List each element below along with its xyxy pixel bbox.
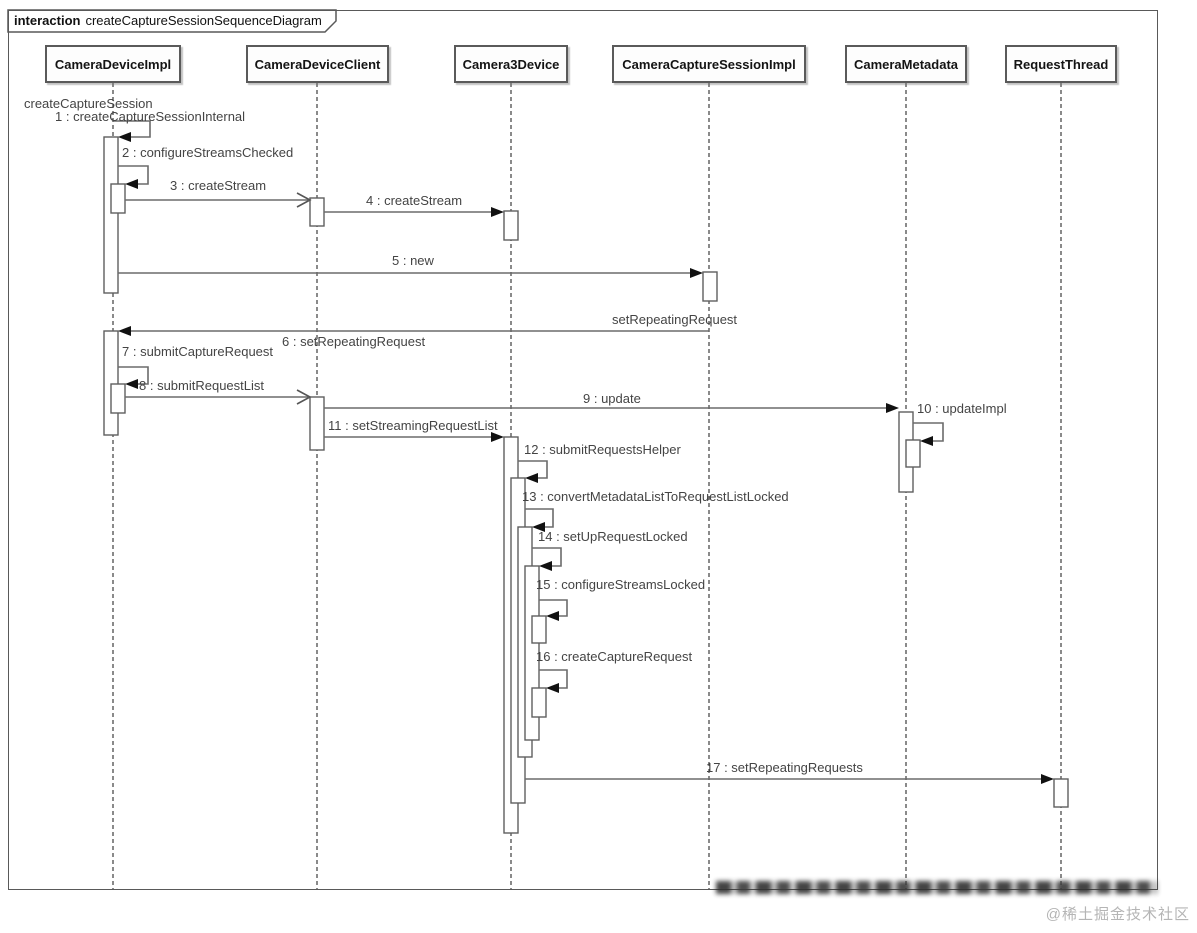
message-label-3: 3 : createStream <box>170 178 267 193</box>
message-label-6: 6 : setRepeatingRequest <box>282 334 426 349</box>
lifeline-header-requestthread: RequestThread <box>1005 45 1117 83</box>
arrowhead-open-8 <box>296 389 312 405</box>
message-label-16: 16 : createCaptureRequest <box>536 649 693 664</box>
site-watermark: @稀土掘金技术社区 <box>1045 906 1190 923</box>
message-lines-group <box>113 120 1042 780</box>
arrowhead-17 <box>1041 774 1054 784</box>
frame-title-text: createCaptureSessionSequenceDiagram <box>85 13 322 28</box>
selfloop-1-createcapturesessioninternal <box>113 120 151 138</box>
open-arrowheads-group <box>296 192 312 405</box>
message-label-4: 4 : createStream <box>366 193 463 208</box>
filled-arrowheads-group <box>118 132 1054 784</box>
message-label-5: 5 : new <box>392 253 434 268</box>
arrowhead-self-12 <box>525 473 538 483</box>
arrowhead-self-14 <box>539 561 552 571</box>
selfloop-16-createcapturerequest <box>539 669 568 689</box>
frame-title: interaction createCaptureSessionSequenceD… <box>14 13 322 28</box>
activation-ccsi-1 <box>702 271 718 302</box>
arrowhead-4 <box>491 207 504 217</box>
arrowhead-self-1 <box>118 132 131 142</box>
arrowhead-self-10 <box>920 436 933 446</box>
lifeline-header-camera3device: Camera3Device <box>454 45 568 83</box>
message-label-11: 11 : setStreamingRequestList <box>328 418 498 433</box>
activation-c3d-early <box>503 210 519 241</box>
activation-bars-group <box>103 136 1069 834</box>
blurred-watermark-strip <box>716 881 1157 894</box>
message-label-1: 1 : createCaptureSessionInternal <box>55 109 246 124</box>
activation-cdi-3 <box>103 330 119 436</box>
arrowhead-11 <box>491 432 504 442</box>
lifeline-header-cameradeviceclient: CameraDeviceClient <box>246 45 389 83</box>
activation-c3d-5 <box>531 615 547 644</box>
message-label-9: 9 : update <box>583 391 641 406</box>
selfloop-15-configurestreamslocked <box>539 599 568 617</box>
activation-c3d-6 <box>531 687 547 718</box>
selfloop-2-configurestreamschecked <box>118 165 149 185</box>
message-label-13: 13 : convertMetadataListToRequestListLoc… <box>522 489 789 504</box>
activation-cm-2 <box>905 439 921 468</box>
message-label-12: 12 : submitRequestsHelper <box>524 442 681 457</box>
message-label-found-createcapturesession: createCaptureSession <box>24 96 153 111</box>
arrowhead-open-3 <box>296 192 312 208</box>
selfloop-13-convertmetadata <box>525 508 554 528</box>
lifeline-header-cameracapturesessionimpl: CameraCaptureSessionImpl <box>612 45 806 83</box>
message-label-10: 10 : updateImpl <box>917 401 1007 416</box>
lifeline-header-cameradeviceimpl: CameraDeviceImpl <box>45 45 181 83</box>
message-label-15: 15 : configureStreamsLocked <box>536 577 706 592</box>
message-label-6-upper: setRepeatingRequest <box>612 312 738 327</box>
arrowhead-self-15 <box>546 611 559 621</box>
arrowhead-self-13 <box>532 522 545 532</box>
message-label-7: 7 : submitCaptureRequest <box>122 344 274 359</box>
arrowhead-self-7 <box>125 379 138 389</box>
activation-cdi-4 <box>110 383 126 414</box>
arrowhead-self-16 <box>546 683 559 693</box>
arrowhead-6 <box>118 326 131 336</box>
message-label-2: 2 : configureStreamsChecked <box>122 145 294 160</box>
selfloop-10-updateimpl <box>913 422 944 442</box>
message-label-17: 17 : setRepeatingRequests <box>706 760 863 775</box>
activation-cdc-2 <box>309 396 325 451</box>
arrowhead-9 <box>886 403 899 413</box>
lifelines-group <box>112 83 1062 890</box>
arrowhead-5 <box>690 268 703 278</box>
selfloop-14-setuprequestlocked <box>532 547 562 567</box>
activation-rt-1 <box>1053 778 1069 808</box>
message-label-14: 14 : setUpRequestLocked <box>538 529 688 544</box>
lifeline-header-camerametadata: CameraMetadata <box>845 45 967 83</box>
selfloop-7-submitcapturerequest <box>118 366 149 385</box>
activation-cdi-2 <box>110 183 126 214</box>
frame-keyword: interaction <box>14 13 81 28</box>
activation-cdi-1 <box>103 136 119 294</box>
message-label-8: 8 : submitRequestList <box>139 378 265 393</box>
arrowhead-self-2 <box>125 179 138 189</box>
selfloop-12-submitrequestshelper <box>518 460 548 479</box>
activation-cdc-1 <box>309 197 325 227</box>
